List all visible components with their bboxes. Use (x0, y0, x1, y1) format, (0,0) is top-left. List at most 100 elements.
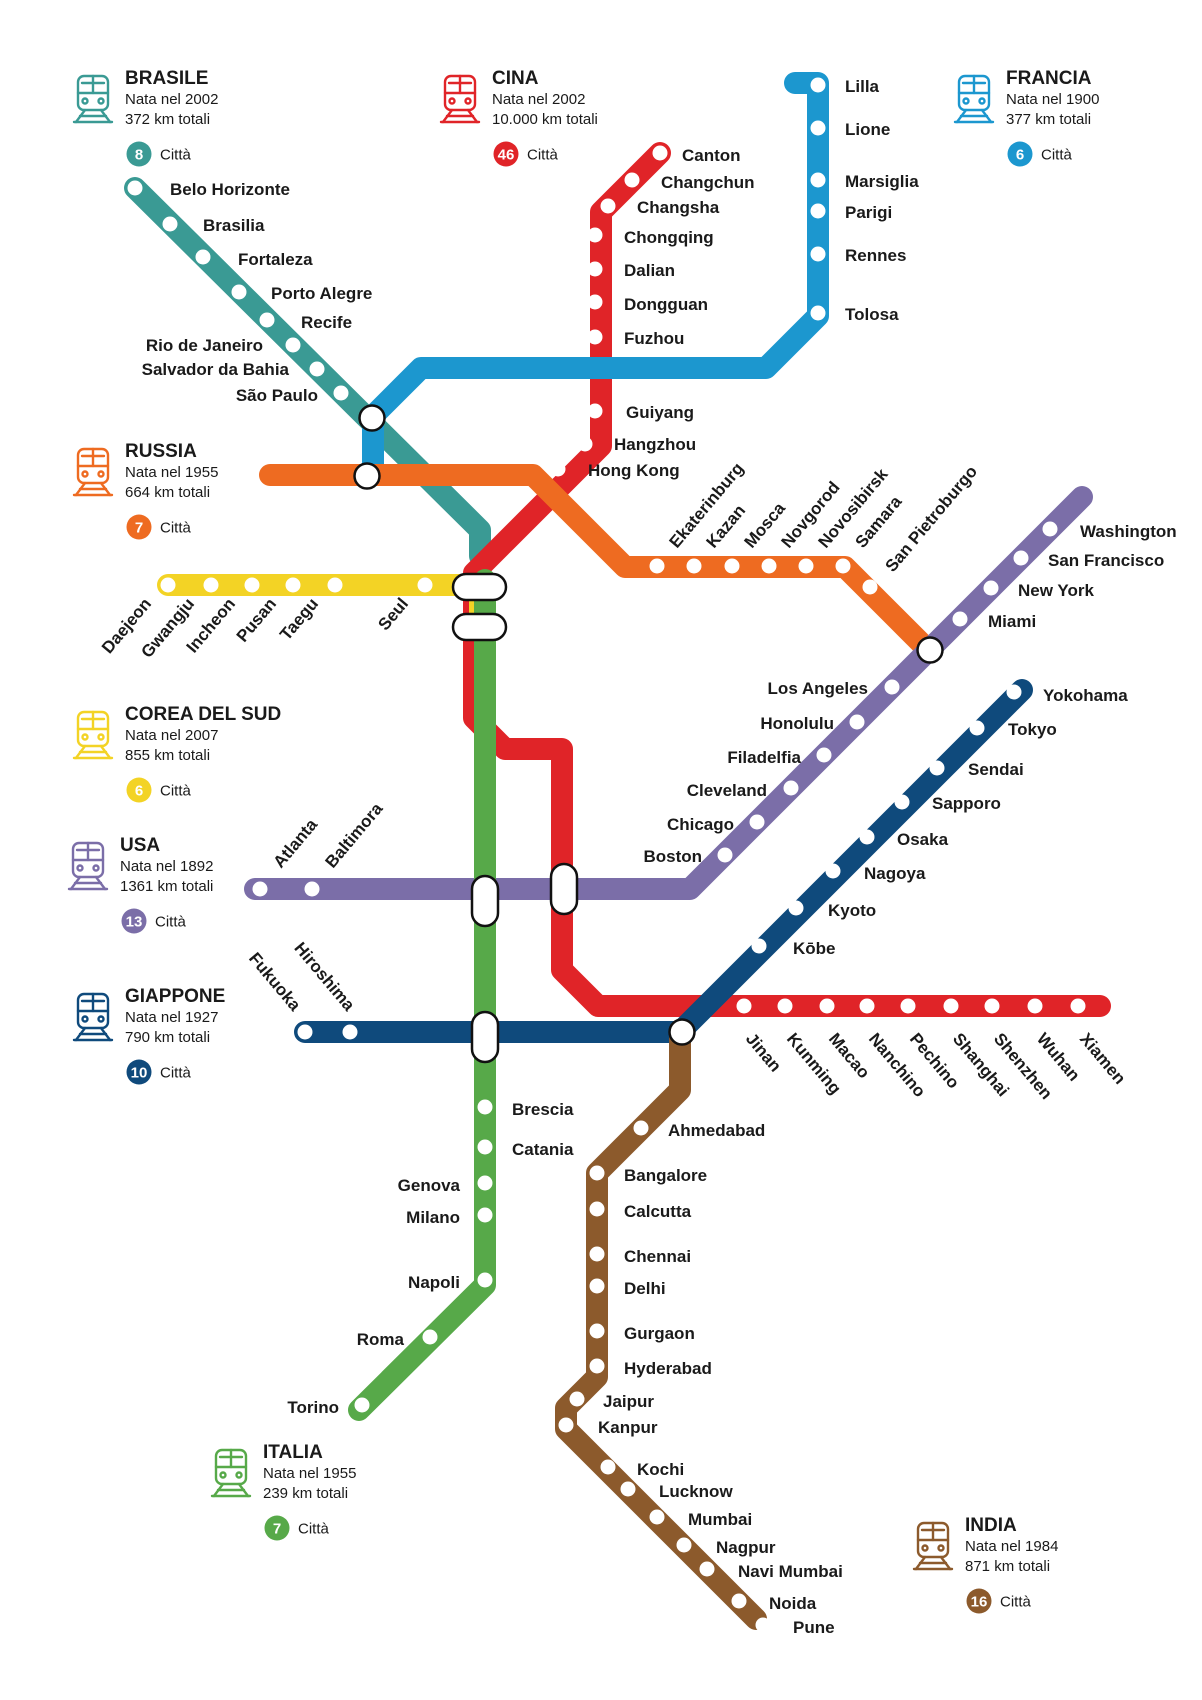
stop-jinan[interactable] (736, 998, 752, 1014)
stop-hangzhou[interactable] (577, 436, 593, 452)
interchange-capsule-2[interactable] (451, 612, 508, 642)
stop-napoli[interactable] (477, 1272, 493, 1288)
stop-brescia[interactable] (477, 1099, 493, 1115)
stop-marsiglia[interactable] (810, 172, 826, 188)
stop-kobe[interactable] (751, 938, 767, 954)
stop-cleveland[interactable] (783, 780, 799, 796)
stop-atlanta[interactable] (252, 881, 268, 897)
stop-pune[interactable] (755, 1617, 771, 1633)
stop-lucknow[interactable] (620, 1481, 636, 1497)
stop-novgorod[interactable] (761, 558, 777, 574)
interchange-capsule-1[interactable] (451, 572, 508, 602)
stop-tolosa[interactable] (810, 305, 826, 321)
stop-wuhan[interactable] (1027, 998, 1043, 1014)
stop-osaka[interactable] (859, 829, 875, 845)
stop-genova[interactable] (477, 1175, 493, 1191)
stop-milano[interactable] (477, 1207, 493, 1223)
stop-dalian[interactable] (587, 261, 603, 277)
stop-porto-alegre[interactable] (231, 284, 247, 300)
stop-fukuoka[interactable] (297, 1024, 313, 1040)
stop-salvador-da-bahia[interactable] (309, 361, 325, 377)
stop-changsha[interactable] (600, 198, 616, 214)
stop-pechino[interactable] (900, 998, 916, 1014)
interchange-4[interactable] (668, 1018, 696, 1046)
stop-chennai[interactable] (589, 1246, 605, 1262)
stop-rio-de-janeiro[interactable] (285, 337, 301, 353)
interchange-capsule-3[interactable] (470, 874, 500, 928)
stop-navi-mumbai[interactable] (699, 1561, 715, 1577)
interchange-1[interactable] (358, 404, 386, 432)
stop-noida[interactable] (731, 1593, 747, 1609)
stop-kanpur[interactable] (558, 1417, 574, 1433)
stop-nanchino[interactable] (859, 998, 875, 1014)
stop-parigi[interactable] (810, 203, 826, 219)
stop-chongqing[interactable] (587, 227, 603, 243)
stop-fortaleza[interactable] (195, 249, 211, 265)
stop-calcutta[interactable] (589, 1201, 605, 1217)
interchange-3[interactable] (916, 636, 944, 664)
stop-taegu[interactable] (327, 577, 343, 593)
stop-kazan[interactable] (686, 558, 702, 574)
stop-los-angeles[interactable] (884, 679, 900, 695)
stop-seul[interactable] (417, 577, 433, 593)
stop-dongguan[interactable] (587, 294, 603, 310)
stop-xiamen[interactable] (1070, 998, 1086, 1014)
stop-novosibirsk[interactable] (798, 558, 814, 574)
stop-changchun[interactable] (624, 172, 640, 188)
stop-kochi[interactable] (600, 1459, 616, 1475)
stop-canton[interactable] (652, 145, 668, 161)
stop-torino[interactable] (354, 1397, 370, 1413)
stop-ahmedabad[interactable] (633, 1120, 649, 1136)
line-brasile[interactable] (124, 177, 491, 567)
stop-ekaterinburg[interactable] (649, 558, 665, 574)
stop-san-pietroburgo[interactable] (862, 579, 878, 595)
line-usa[interactable] (244, 486, 1093, 900)
stop-fuzhou[interactable] (587, 329, 603, 345)
stop-yokohama[interactable] (1006, 684, 1022, 700)
stop-samara[interactable] (835, 558, 851, 574)
stop-tokyo[interactable] (969, 720, 985, 736)
stop-nagoya[interactable] (825, 863, 841, 879)
stop-shanghai[interactable] (943, 998, 959, 1014)
stop-washington[interactable] (1042, 521, 1058, 537)
stop-baltimora[interactable] (304, 881, 320, 897)
stop-nagpur[interactable] (676, 1537, 692, 1553)
stop-belo-horizonte[interactable] (127, 180, 143, 196)
stop-hong-kong[interactable] (550, 461, 566, 477)
interchange-capsule-5[interactable] (470, 1010, 500, 1064)
stop-sendai[interactable] (929, 760, 945, 776)
stop-lione[interactable] (810, 120, 826, 136)
interchange-capsule-4[interactable] (549, 862, 579, 916)
stop-mumbai[interactable] (649, 1509, 665, 1525)
stop-catania[interactable] (477, 1139, 493, 1155)
stop-kyoto[interactable] (788, 900, 804, 916)
stop-daejeon[interactable] (160, 577, 176, 593)
stop-sao-paulo[interactable] (333, 385, 349, 401)
stop-boston[interactable] (717, 847, 733, 863)
stop-san-francisco[interactable] (1013, 550, 1029, 566)
interchange-2[interactable] (353, 462, 381, 490)
stop-brasilia[interactable] (162, 216, 178, 232)
stop-shenzhen[interactable] (984, 998, 1000, 1014)
stop-hyderabad[interactable] (589, 1358, 605, 1374)
stop-new-york[interactable] (983, 580, 999, 596)
stop-jaipur[interactable] (569, 1391, 585, 1407)
stop-honolulu[interactable] (849, 714, 865, 730)
stop-filadelfia[interactable] (816, 747, 832, 763)
stop-bangalore[interactable] (589, 1165, 605, 1181)
stop-kunming[interactable] (777, 998, 793, 1014)
stop-pusan[interactable] (285, 577, 301, 593)
stop-gurgaon[interactable] (589, 1323, 605, 1339)
stop-gwangju[interactable] (203, 577, 219, 593)
stop-roma[interactable] (422, 1329, 438, 1345)
stop-recife[interactable] (259, 312, 275, 328)
stop-chicago[interactable] (749, 814, 765, 830)
stop-lilla[interactable] (810, 77, 826, 93)
stop-guiyang[interactable] (587, 403, 603, 419)
stop-incheon[interactable] (244, 577, 260, 593)
stop-rennes[interactable] (810, 246, 826, 262)
stop-delhi[interactable] (589, 1278, 605, 1294)
stop-hiroshima[interactable] (342, 1024, 358, 1040)
stop-mosca[interactable] (724, 558, 740, 574)
line-russia[interactable] (259, 464, 939, 661)
